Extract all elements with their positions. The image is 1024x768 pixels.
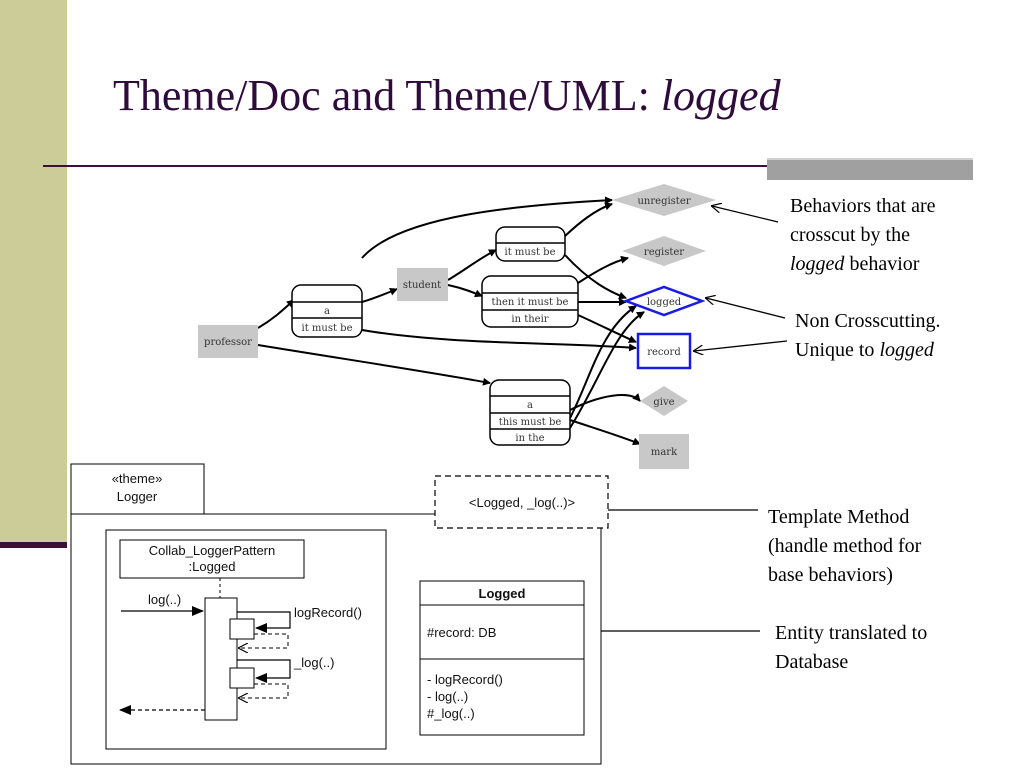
class-op-log-protected: #_log(..)	[427, 706, 475, 721]
callout-non-crosscutting: Non Crosscutting. Unique to logged	[795, 310, 941, 361]
svg-text:mark: mark	[651, 447, 678, 458]
svg-text:logged: logged	[647, 297, 682, 308]
theme-tab	[70, 463, 205, 515]
svg-text:student: student	[403, 280, 441, 291]
msg-log-label: log(..)	[148, 592, 181, 607]
graph-node-logged: logged	[622, 285, 706, 317]
arrow-to-logged	[706, 298, 786, 319]
graph-node-a-it-must-be: a it must be	[291, 284, 363, 338]
graph-node-record: record	[636, 332, 692, 370]
return-log-self-arrow	[239, 683, 289, 698]
svg-text:it must be: it must be	[302, 323, 353, 334]
svg-text:it must be: it must be	[505, 247, 556, 258]
left-accent-rule	[0, 542, 67, 548]
graph-node-then-it-must-be: then it must be in their	[481, 275, 579, 328]
collab-type: :Logged	[189, 559, 236, 574]
svg-text:a: a	[527, 400, 533, 411]
template-params: <Logged, _log(..)>	[469, 495, 575, 510]
collab-name: Collab_LoggerPattern	[149, 543, 275, 558]
title-emphasis: logged	[660, 71, 781, 120]
arrow-to-record	[694, 340, 788, 351]
title-rule	[43, 165, 973, 167]
graph-node-give: give	[640, 386, 688, 416]
graph-node-a-this-must-be: a this must be in the	[489, 379, 571, 446]
svg-text:record: record	[647, 347, 681, 358]
svg-text:give: give	[653, 397, 674, 408]
left-accent-bar	[0, 0, 67, 548]
uml-theme-diagram: «theme» Logger <Logged, _log(..)> Collab…	[70, 463, 609, 765]
msg-logrecord-label: logRecord()	[294, 605, 362, 620]
graph-node-mark: mark	[639, 434, 689, 469]
arrow-to-unregister	[712, 206, 779, 223]
msg-logrecord-arrow	[237, 611, 291, 633]
graph-node-student: student	[397, 268, 448, 301]
graph-node-it-must-be: it must be	[495, 226, 566, 262]
svg-text:a: a	[324, 306, 330, 317]
theme-name: Logger	[117, 489, 158, 504]
class-logged	[419, 580, 585, 736]
graph-node-unregister: unregister	[612, 184, 716, 216]
svg-text:register: register	[644, 247, 684, 258]
collab-lifeline-head	[119, 539, 305, 579]
msg-log-self-arrow	[237, 659, 291, 683]
callout-entity: Entity translated to Database	[775, 622, 928, 673]
slide-title: Theme/Doc and Theme/UML: logged	[113, 70, 781, 121]
title-main: Theme/Doc and Theme/UML:	[113, 71, 661, 120]
template-params-box	[434, 475, 609, 529]
title-grey-bar	[767, 158, 973, 180]
graph-node-professor: professor	[198, 325, 258, 358]
class-attribute: #record: DB	[427, 625, 496, 640]
nested-activation-1	[229, 618, 255, 640]
theme-stereotype: «theme»	[112, 471, 163, 486]
callout-behaviors: Behaviors that are crosscut by the logge…	[790, 195, 936, 275]
return-logrecord-arrow	[239, 633, 289, 648]
class-op-log: - log(..)	[427, 689, 468, 704]
svg-text:this must be: this must be	[499, 417, 562, 428]
callout-template-method: Template Method (handle method for base …	[768, 506, 922, 586]
svg-text:in the: in the	[515, 433, 544, 444]
activation-bar	[204, 597, 238, 721]
class-name: Logged	[479, 586, 526, 601]
svg-text:then it must be: then it must be	[492, 297, 569, 308]
svg-text:unregister: unregister	[637, 196, 690, 207]
msg-log-self-label: _log(..)	[293, 655, 334, 670]
nested-activation-2	[229, 667, 255, 689]
class-op-logrecord: - logRecord()	[427, 672, 503, 687]
svg-text:in their: in their	[511, 314, 548, 325]
graph-node-register: register	[622, 236, 706, 266]
svg-text:professor: professor	[204, 337, 252, 348]
